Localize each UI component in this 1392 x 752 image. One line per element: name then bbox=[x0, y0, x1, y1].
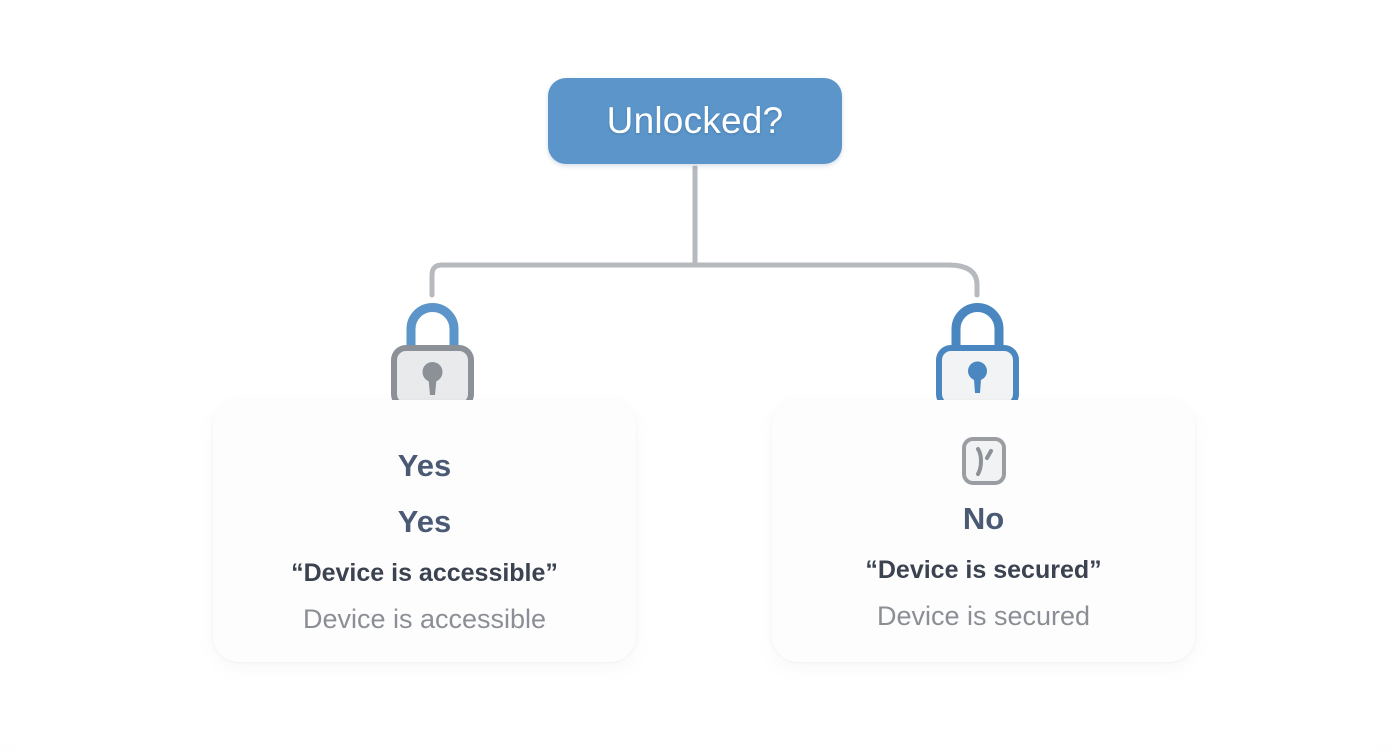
decision-node-unlocked[interactable]: Unlocked? bbox=[548, 78, 842, 164]
answer-primary-label: Yes bbox=[397, 448, 452, 483]
plain-status-text: Device is secured bbox=[876, 601, 1091, 631]
quoted-status-text: “Device is secured” bbox=[865, 556, 1102, 584]
key-badge-icon bbox=[960, 436, 1008, 491]
answer-primary-label: No bbox=[962, 501, 1005, 536]
quoted-status-text: “Device is accessible” bbox=[291, 559, 558, 587]
decision-node-label: Unlocked? bbox=[606, 100, 784, 141]
closed-lock-icon bbox=[931, 298, 1024, 418]
outcome-card-yes[interactable]: Yes Yes “Device is accessible” Device is… bbox=[213, 400, 636, 662]
answer-secondary-label: Yes bbox=[397, 504, 452, 539]
plain-status-text: Device is accessible bbox=[302, 604, 547, 634]
connector-bus bbox=[429, 262, 980, 298]
outcome-card-no[interactable]: No “Device is secured” Device is secured bbox=[772, 400, 1195, 662]
